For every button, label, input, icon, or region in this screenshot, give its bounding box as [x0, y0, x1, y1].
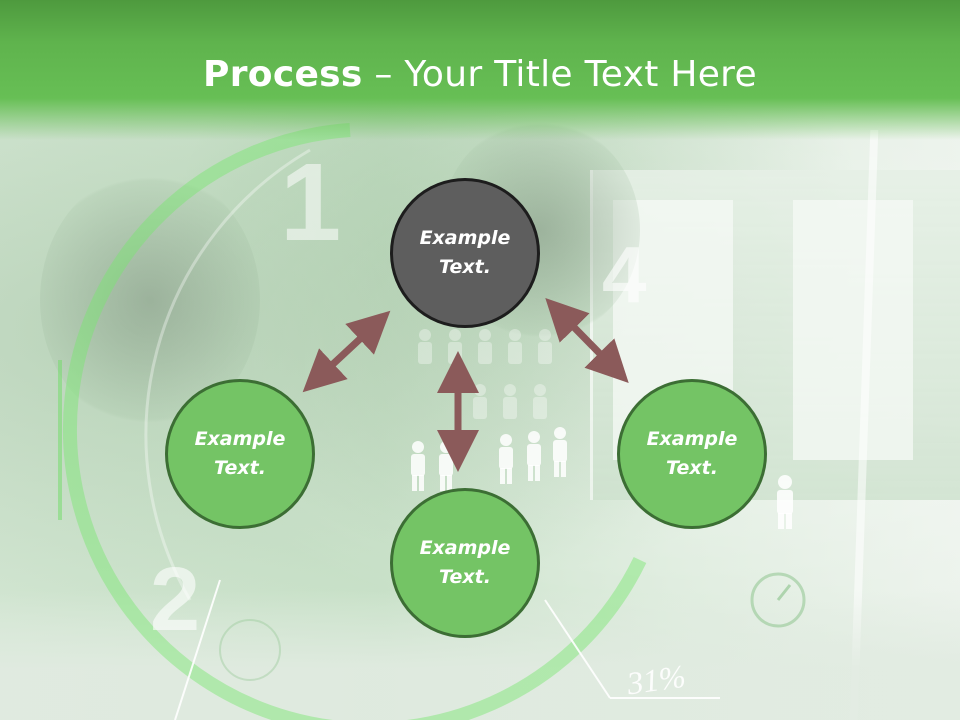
background-percent-label: 31%: [624, 658, 688, 702]
arrow-top-left: [302, 310, 391, 393]
slide-title-bold: Process: [203, 54, 363, 95]
process-node-bottom: Example Text.: [390, 488, 540, 638]
slide-title: Process – Your Title Text Here: [0, 54, 960, 95]
background-number-2: 2: [150, 550, 200, 650]
background-number-1: 1: [280, 141, 341, 264]
process-node-right: Example Text.: [617, 379, 767, 529]
header-band: Process – Your Title Text Here: [0, 0, 960, 140]
slide-title-rest: – Your Title Text Here: [362, 54, 757, 95]
process-node-left: Example Text.: [165, 379, 315, 529]
process-node-top: Example Text.: [390, 178, 540, 328]
arrow-top-right: [545, 298, 629, 383]
